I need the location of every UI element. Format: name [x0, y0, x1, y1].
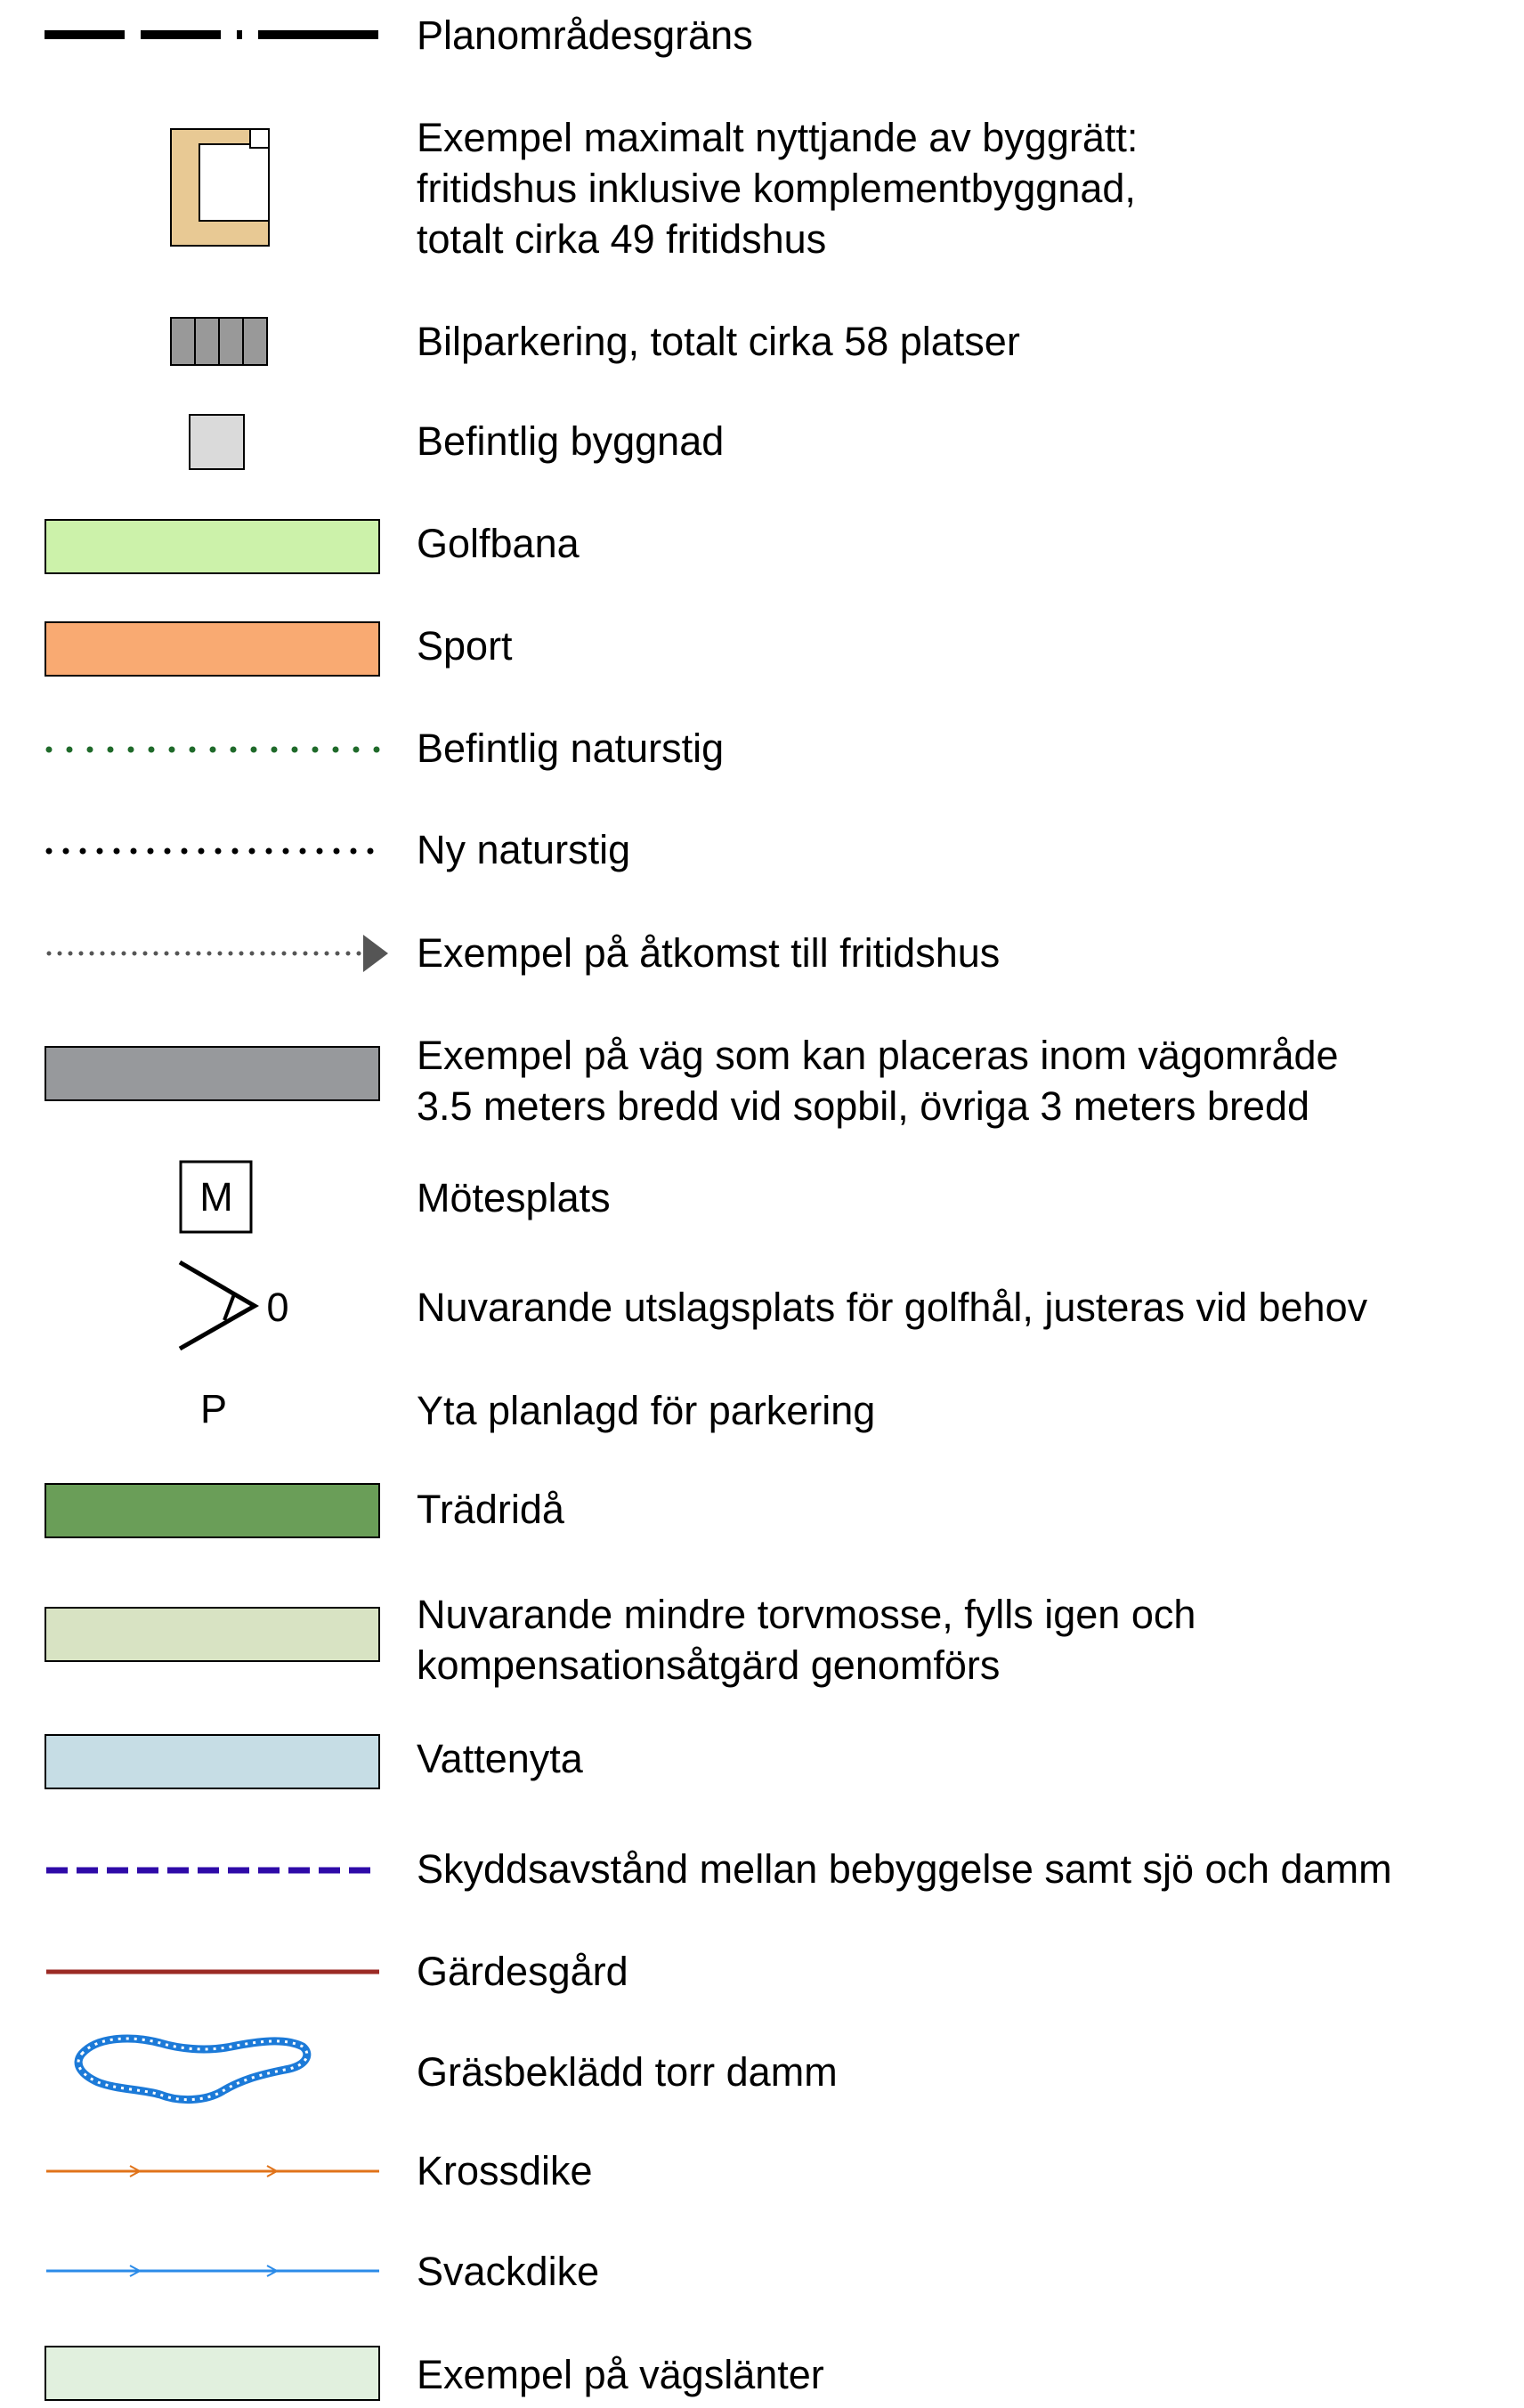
cabin-footprint-icon: [170, 128, 270, 247]
fill-swatch-icon: [45, 1483, 380, 1538]
ditch-line-icon: [46, 2165, 379, 2177]
legend-label: Yta planlagd för parkering: [417, 1388, 876, 1433]
legend-label: Krossdike: [417, 2148, 593, 2193]
legend-label: Skyddsavstånd mellan bebyggelse samt sjö…: [417, 1846, 1392, 1892]
parking-letter: P: [200, 1386, 227, 1431]
tee-number: 0: [266, 1285, 288, 1330]
legend-item-tradrida: Trädridå: [0, 1473, 1524, 1545]
legend-label: Planområdesgräns: [417, 12, 753, 58]
legend-label: Svackdike: [417, 2249, 600, 2294]
dotted-line-icon: [45, 847, 388, 855]
legend-item-utslagsplats: 0 Nuvarande utslagsplats för golfhål, ju…: [0, 1255, 1524, 1353]
legend-label: Befintlig byggnad: [417, 418, 725, 464]
building-square-icon: [189, 414, 245, 470]
fill-swatch-icon: [45, 2346, 380, 2401]
legend-item-krossdike: Krossdike: [0, 2141, 1524, 2212]
legend-item-sport: Sport: [0, 610, 1524, 681]
fill-swatch-icon: [45, 1607, 380, 1662]
legend-label: Exempel på vägslänter: [417, 2352, 824, 2397]
legend-item-vag: Exempel på väg som kan placeras inom väg…: [0, 1019, 1524, 1135]
legend-label: Golfbana: [417, 521, 580, 566]
legend-label: Sport: [417, 623, 513, 669]
fill-swatch-icon: [45, 1046, 380, 1101]
legend-item-gardesgard: Gärdesgård: [0, 1936, 1524, 2007]
legend-item-vagslanter: Exempel på vägslänter: [0, 2328, 1524, 2408]
dotted-line-icon: [45, 746, 382, 753]
parking-stalls-icon: [170, 317, 268, 366]
pond-outline-icon: [74, 2034, 312, 2104]
legend-label: Vattenyta: [417, 1736, 583, 1781]
legend-label: Gräsbeklädd torr damm: [417, 2049, 838, 2095]
legend-label: Mötesplats: [417, 1175, 611, 1220]
ditch-line-icon: [46, 2265, 379, 2277]
legend-item-bilparkering: Bilparkering, totalt cirka 58 platser: [0, 307, 1524, 378]
legend-item-ny-naturstig: Ny naturstig: [0, 815, 1524, 886]
tee-marker-icon: 0: [178, 1260, 289, 1351]
legend-item-torvmosse: Nuvarande mindre torvmosse, fylls igen o…: [0, 1580, 1524, 1696]
legend-item-torr-damm: Gräsbeklädd torr damm: [0, 2016, 1524, 2123]
legend-item-vattenyta: Vattenyta: [0, 1723, 1524, 1794]
solid-line-icon: [46, 1969, 379, 1974]
legend-item-befintlig-naturstig: Befintlig naturstig: [0, 712, 1524, 783]
legend-item-atkomst: Exempel på åtkomst till fritidshus: [0, 917, 1524, 988]
fill-swatch-icon: [45, 621, 380, 677]
legend-label: Befintlig naturstig: [417, 726, 725, 771]
legend-label: Gärdesgård: [417, 1949, 628, 1994]
legend-label: Bilparkering, totalt cirka 58 platser: [417, 319, 1020, 364]
legend-item-golfbana: Golfbana: [0, 507, 1524, 579]
legend-item-skyddsavstand: Skyddsavstånd mellan bebyggelse samt sjö…: [0, 1834, 1524, 1905]
legend-label: Exempel på åtkomst till fritidshus: [417, 930, 1001, 976]
meeting-letter: M: [199, 1174, 233, 1220]
parking-letter-icon: P: [200, 1386, 227, 1431]
legend-label: Ny naturstig: [417, 827, 631, 872]
legend-item-svackdike: Svackdike: [0, 2239, 1524, 2310]
legend-item-befintlig-byggnad: Befintlig byggnad: [0, 405, 1524, 485]
legend-label: Exempel på väg som kan placeras inom väg…: [417, 1033, 1339, 1129]
legend-item-parkering-yta: P Yta planlagd för parkering: [0, 1375, 1524, 1447]
dotted-arrow-icon: [46, 935, 388, 972]
fill-swatch-icon: [45, 1734, 380, 1789]
legend-item-planomradesgrans: Planområdesgräns: [0, 0, 1524, 71]
legend-label: Exempel maximalt nyttjande av byggrätt: …: [417, 115, 1139, 262]
fill-swatch-icon: [45, 519, 380, 574]
legend-label: Nuvarande mindre torvmosse, fylls igen o…: [417, 1592, 1196, 1688]
dashed-line-icon: [46, 1867, 379, 1874]
meeting-point-icon: M: [179, 1160, 253, 1234]
legend-item-motesplats: M Mötesplats: [0, 1157, 1524, 1237]
dash-dot-line-icon: [45, 30, 378, 39]
legend-label: Trädridå: [417, 1487, 564, 1532]
legend-label: Nuvarande utslagsplats för golfhål, just…: [417, 1285, 1368, 1330]
legend-item-fritidshus: Exempel maximalt nyttjande av byggrätt: …: [0, 107, 1524, 267]
